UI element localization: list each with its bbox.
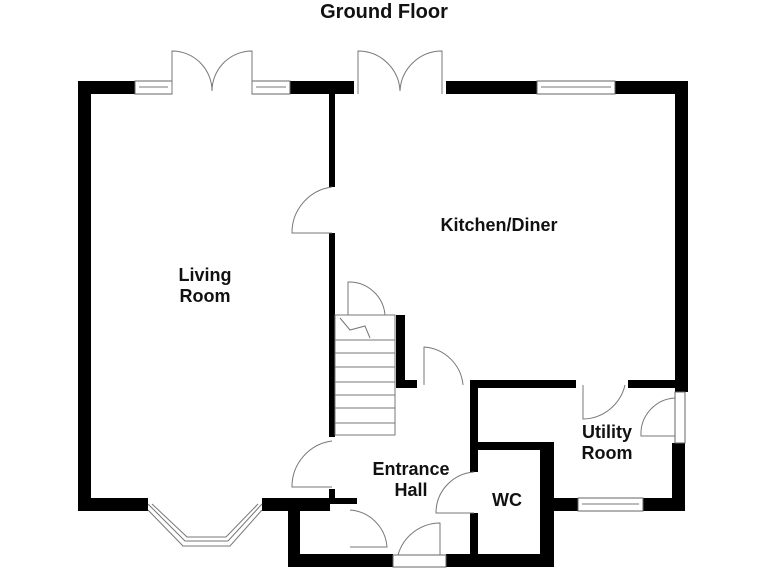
wall: [470, 513, 478, 561]
walls: [78, 81, 688, 567]
wall: [288, 554, 393, 567]
wall: [290, 81, 354, 94]
wall: [78, 81, 135, 94]
bay-window: [147, 503, 263, 542]
room-label-line: WC: [492, 490, 522, 510]
wall: [470, 380, 478, 472]
wall: [672, 443, 685, 511]
wall: [329, 489, 335, 501]
wall: [396, 315, 405, 388]
room-label-hall: Entrance Hall: [372, 459, 449, 501]
wall: [446, 81, 537, 94]
wall: [446, 554, 554, 567]
room-label-kitchen: Kitchen/Diner: [440, 215, 557, 236]
wall: [396, 380, 417, 388]
windows: [134, 80, 686, 568]
wall: [288, 498, 300, 567]
wall: [628, 380, 678, 388]
wall: [78, 81, 91, 511]
wall: [330, 498, 357, 504]
room-label-line: Living: [178, 265, 232, 285]
side-door-frame: [674, 391, 686, 444]
room-label-utility: Utility Room: [582, 422, 633, 464]
wall: [675, 81, 688, 392]
wall: [78, 498, 148, 511]
wall: [329, 94, 335, 187]
staircase: [334, 314, 396, 436]
front-door-frame: [392, 554, 447, 568]
room-label-line: Hall: [394, 480, 428, 500]
wall: [470, 442, 554, 450]
room-label-line: Room: [581, 443, 633, 463]
wall: [643, 498, 685, 511]
room-label-line: Kitchen/Diner: [440, 215, 558, 235]
room-label-line: Entrance: [372, 459, 450, 479]
room-label-line: Utility: [581, 422, 632, 442]
room-label-living: Living Room: [179, 265, 232, 307]
room-label-wc: WC: [492, 490, 522, 511]
wall: [470, 380, 576, 388]
doors: [171, 50, 676, 556]
wall: [540, 498, 578, 511]
room-label-line: Room: [179, 286, 231, 306]
wall: [615, 81, 688, 94]
wall: [329, 233, 335, 437]
floor-title: Ground Floor: [320, 1, 448, 23]
